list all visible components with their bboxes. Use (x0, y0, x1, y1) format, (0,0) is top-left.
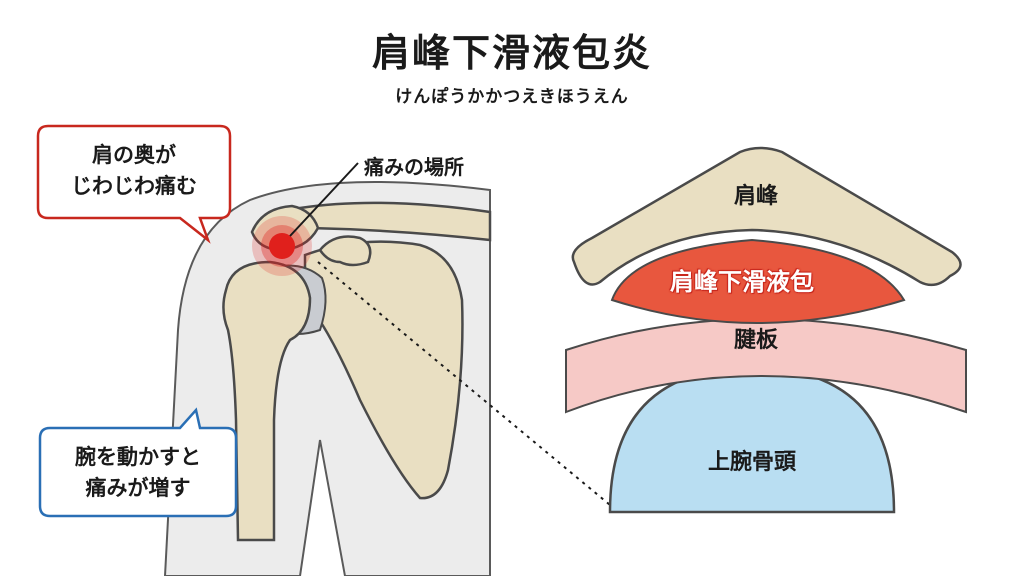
callout-bottom: 腕を動かすと 痛みが増す (40, 442, 236, 504)
pain-leader-line (289, 162, 359, 237)
pain-location-label: 痛みの場所 (364, 155, 464, 179)
callout-top-line-2: じわじわ痛む (71, 174, 197, 198)
page-title: 肩峰下滑液包炎 (371, 31, 652, 75)
bursa-label: 肩峰下滑液包 (670, 268, 814, 296)
bursa-shape (610, 238, 906, 324)
humeral-head-label: 上腕骨頭 (707, 450, 796, 475)
tendon-band (565, 318, 967, 414)
callout-bottom-line-2: 痛みが増す (85, 476, 191, 500)
pain-spot (269, 233, 295, 259)
tendon-label: 腱板 (733, 328, 778, 353)
callout-bottom-line-1: 腕を動かすと (75, 445, 201, 469)
callout-bottom-bubble (38, 407, 238, 518)
callout-top-line-1: 肩の奥が (92, 143, 176, 167)
coracoid-process (318, 235, 372, 267)
acromion-bone (250, 204, 320, 252)
humerus (222, 260, 312, 542)
callout-top-bubble (36, 124, 232, 244)
humeral-head-shape (608, 366, 896, 514)
page-subtitle: けんぽうかかつえきほうえん (395, 87, 629, 107)
acromion-shape (571, 146, 962, 287)
scapula (303, 240, 464, 500)
callout-top: 肩の奥が じわじわ痛む (38, 140, 230, 202)
acromion-label: 肩峰 (733, 184, 778, 209)
